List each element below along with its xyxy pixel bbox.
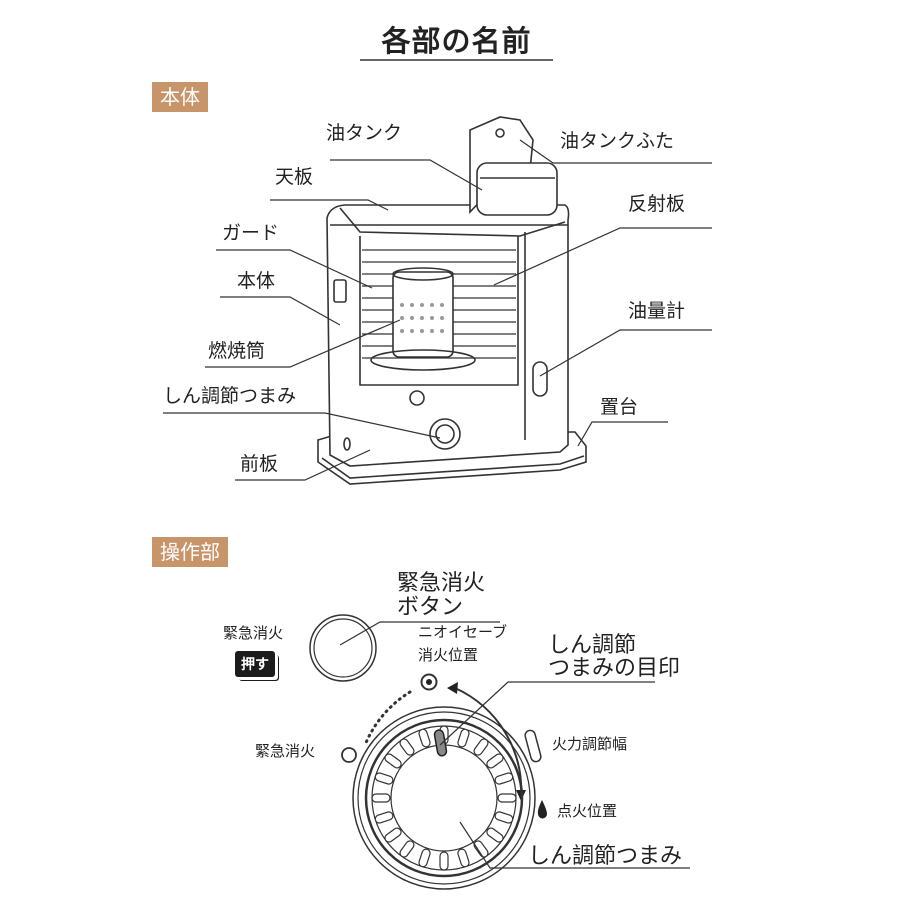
- label-reflector: 反射板: [628, 193, 686, 215]
- knob-tooth: [439, 851, 449, 871]
- label-guard: ガード: [222, 222, 280, 244]
- dotted-arc: [363, 690, 412, 747]
- knob-tooth: [399, 840, 415, 858]
- knob-tooth: [384, 827, 402, 843]
- knob-tooth: [473, 840, 489, 858]
- wick-knob: [352, 706, 536, 890]
- page-title: 各部の名前: [381, 24, 532, 58]
- label-front-plate: 前板: [240, 453, 279, 475]
- label-body: 本体: [237, 270, 276, 292]
- label-emergency-position: 緊急消火: [255, 742, 316, 760]
- knob-tooth: [473, 738, 489, 756]
- label-oil-gauge: 油量計: [628, 300, 686, 322]
- knob-tooth: [399, 738, 415, 756]
- knob-tooth: [374, 811, 394, 824]
- label-knob-mark-1: しん調節: [548, 633, 637, 658]
- wick-knob-small: [429, 418, 461, 450]
- label-oil-tank-cap: 油タンクふた: [560, 130, 675, 152]
- push-badge: 押す: [235, 651, 275, 677]
- knob-tooth: [494, 772, 514, 785]
- label-wick-knob-controls: しん調節つまみ: [528, 844, 683, 869]
- oil-tank: [476, 162, 558, 216]
- leader-lines-controls: [339, 621, 690, 869]
- oil-gauge: [532, 361, 548, 397]
- label-top-plate: 天板: [275, 166, 314, 188]
- label-emergency-button-2: ボタン: [397, 595, 464, 620]
- knob-tooth: [374, 772, 394, 785]
- section-badge-controls: 操作部: [152, 537, 228, 567]
- knob-tooth: [486, 753, 504, 769]
- combustion-tube: [392, 271, 454, 358]
- knob-tooth: [371, 793, 391, 803]
- knob-grip-teeth: [371, 725, 517, 871]
- knob-tooth: [418, 848, 431, 868]
- knob-tooth: [418, 728, 431, 748]
- knob-mark: [433, 729, 448, 757]
- knob-tooth: [486, 827, 504, 843]
- label-odor-save-1: ニオイセーブ: [418, 623, 508, 641]
- heater-illustration: [317, 116, 587, 485]
- label-wick-knob: しん調節つまみ: [163, 385, 297, 407]
- label-heat-range: 火力調節幅: [552, 735, 628, 753]
- knob-tooth: [494, 811, 514, 824]
- guard-frame: [359, 236, 519, 386]
- label-emergency: 緊急消火: [223, 624, 284, 642]
- odor-save-mark: [420, 673, 438, 691]
- emergency-button: [309, 614, 377, 682]
- leader-lines-body: [163, 139, 712, 481]
- flame-icon: [537, 800, 547, 819]
- label-oil-tank: 油タンク: [326, 122, 403, 144]
- knob-tooth: [457, 728, 470, 748]
- knob-tooth: [384, 753, 402, 769]
- control-panel-illustration: [309, 614, 547, 890]
- label-emergency-button-1: 緊急消火: [397, 571, 486, 596]
- knob-tooth: [497, 793, 517, 803]
- label-ignition-position: 点火位置: [557, 802, 618, 820]
- heat-range-mark: [524, 729, 542, 763]
- label-odor-save-2: 消火位置: [418, 646, 479, 664]
- emergency-position-mark: [341, 747, 357, 763]
- section-badge-body: 本体: [152, 82, 208, 112]
- label-base: 置台: [600, 396, 639, 418]
- knob-tooth: [457, 848, 470, 868]
- label-combustion-tube: 燃焼筒: [208, 340, 266, 362]
- label-knob-mark-2: つまみの目印: [548, 656, 681, 681]
